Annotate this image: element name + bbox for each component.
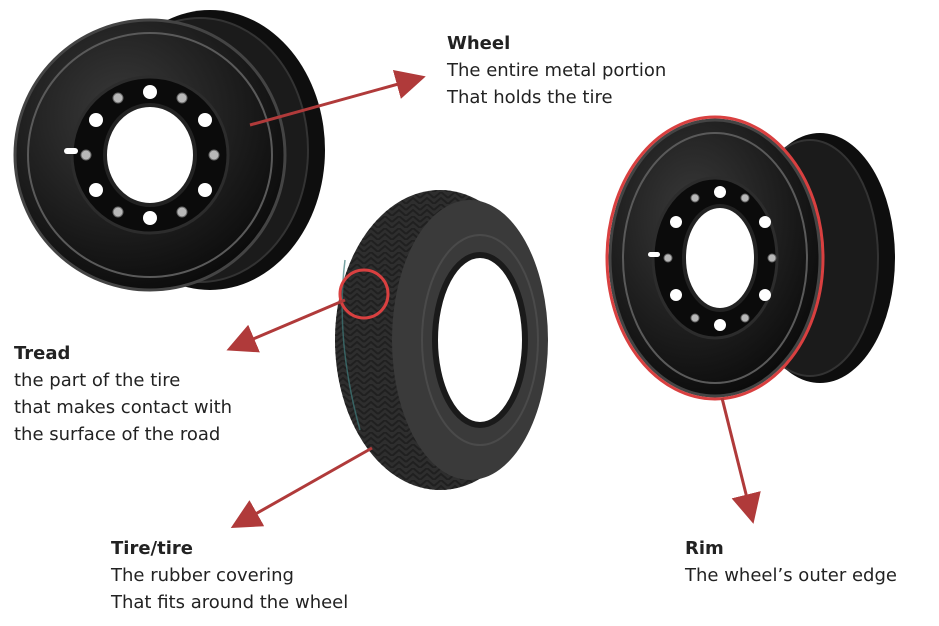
wheel-desc-line-2: That holds the tire xyxy=(447,87,613,108)
tread-title: Tread xyxy=(14,343,71,364)
wheel-title: Wheel xyxy=(447,33,511,54)
tread-arrow xyxy=(226,298,346,353)
tread-desc-line-1: the part of the tire xyxy=(14,370,181,391)
rim-wheel-image xyxy=(608,118,895,398)
rim-title: Rim xyxy=(685,538,724,559)
rim-arrow xyxy=(720,397,761,524)
tread-desc-line-3: the surface of the road xyxy=(14,424,221,445)
rim-highlight-outline xyxy=(605,115,825,401)
tire-desc-line-2: That fits around the wheel xyxy=(111,592,349,613)
wheel-arrow xyxy=(249,69,426,127)
tire-label: Tire/tire The rubber covering That fits … xyxy=(111,535,348,616)
tire-image xyxy=(335,190,548,490)
tire-title: Tire/tire xyxy=(111,538,193,559)
wheel-desc-line-1: The entire metal portion xyxy=(447,60,667,81)
tread-highlight-circle xyxy=(338,268,390,320)
rim-desc-line-1: The wheel’s outer edge xyxy=(685,565,897,586)
tire-desc-line-1: The rubber covering xyxy=(111,565,294,586)
tire-arrow xyxy=(230,446,373,528)
wheel-image xyxy=(13,10,325,292)
tread-label: Tread the part of the tire that makes co… xyxy=(14,340,232,448)
tread-desc-line-2: that makes contact with xyxy=(14,397,233,418)
rim-label: Rim The wheel’s outer edge xyxy=(685,535,897,589)
wheel-label: Wheel The entire metal portion That hold… xyxy=(447,30,666,111)
